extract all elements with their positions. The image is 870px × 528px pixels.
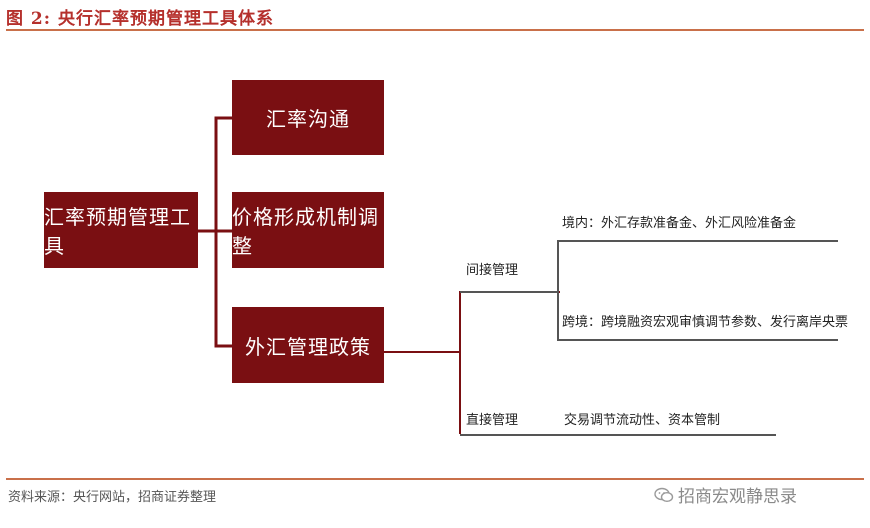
watermark-text: 招商宏观静思录 xyxy=(678,487,797,507)
wechat-icon xyxy=(654,487,674,502)
direct-management-label: 直接管理 xyxy=(466,413,519,428)
figure-title: 图 2: 央行汇率预期管理工具体系 xyxy=(6,9,274,29)
source-note: 资料来源：央行网站，招商证券整理 xyxy=(8,490,217,505)
direct-item: 交易调节流动性、资本管制 xyxy=(564,413,721,428)
indirect-management-label: 间接管理 xyxy=(466,263,519,278)
node-pricing-mechanism: 价格形成机制调整 xyxy=(232,192,384,268)
footer-rule xyxy=(6,478,864,480)
node-fx-policy: 外汇管理政策 xyxy=(232,307,384,383)
indirect-item-crossborder: 跨境：跨境融资宏观审慎调节参数、发行离岸央票 xyxy=(562,315,849,330)
node-rate-communication: 汇率沟通 xyxy=(232,80,384,155)
root-node: 汇率预期管理工具 xyxy=(44,192,198,268)
header-rule xyxy=(6,29,864,31)
indirect-item-domestic: 境内：外汇存款准备金、外汇风险准备金 xyxy=(562,216,797,231)
watermark: 招商宏观静思录 xyxy=(654,482,797,507)
